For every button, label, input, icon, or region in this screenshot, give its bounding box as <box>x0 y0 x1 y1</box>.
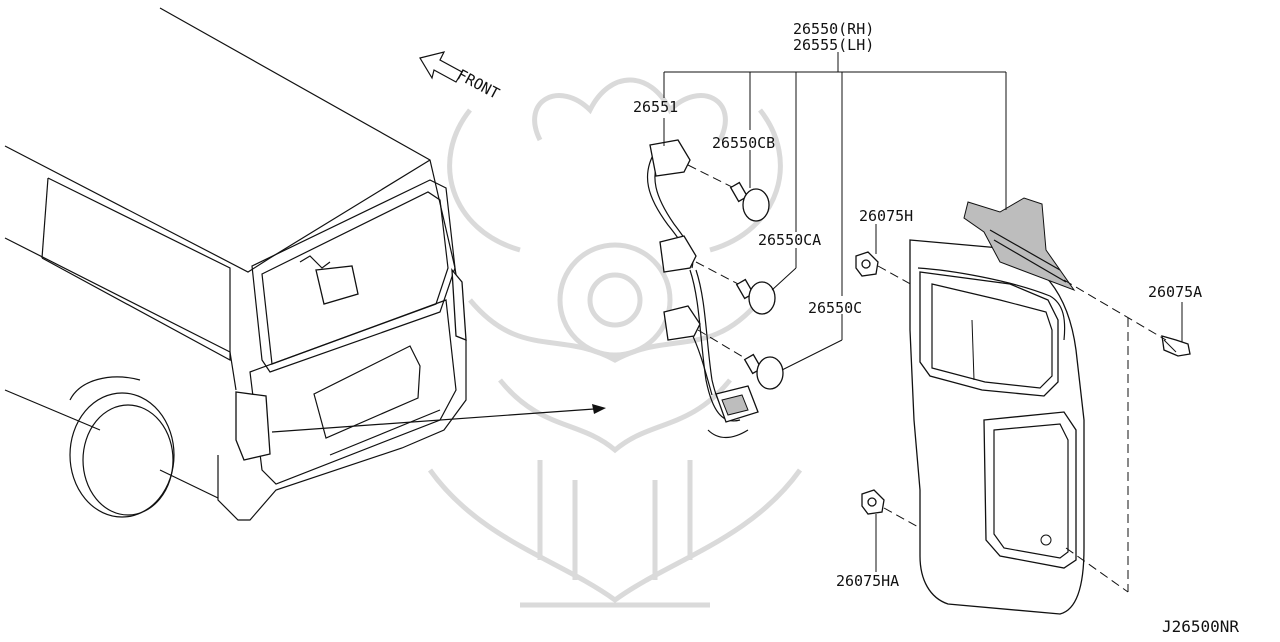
callout-assembly-lh: 26555(LH) <box>793 36 874 54</box>
callout-harness: 26551 <box>633 98 678 116</box>
watermark-emblem <box>427 77 803 608</box>
front-direction-indicator: FRONT <box>419 51 502 103</box>
wiring-harness <box>646 139 759 439</box>
callout-bolt-a: 26075A <box>1148 283 1202 301</box>
bulb-26550c <box>697 329 784 390</box>
front-arrow-icon <box>419 51 463 83</box>
location-arrow <box>271 404 606 433</box>
tail-lamp-assembly <box>909 197 1085 615</box>
callout-labels: 26550(RH) 26555(LH) 26551 26550CB 26550C… <box>633 20 1202 590</box>
callout-bulb-c: 26550C <box>808 299 862 317</box>
callout-clip-h: 26075H <box>859 207 913 225</box>
bulb-26550cb <box>687 164 770 222</box>
clip-26075h <box>855 251 915 287</box>
front-label: FRONT <box>454 66 502 103</box>
mounting-guide-lines <box>1063 279 1167 593</box>
bolt-26075a <box>1161 335 1191 357</box>
callout-assembly-rh: 26550(RH) <box>793 20 874 38</box>
bulb-26550ca <box>695 261 776 315</box>
van-illustration <box>4 7 467 521</box>
callout-bulb-ca: 26550CA <box>758 231 821 249</box>
callout-bulb-cb: 26550CB <box>712 134 775 152</box>
clip-26075ha <box>861 489 921 529</box>
diagram-code: J26500NR <box>1162 617 1239 636</box>
callout-clip-ha: 26075HA <box>836 572 899 590</box>
leader-lines <box>663 52 1183 572</box>
